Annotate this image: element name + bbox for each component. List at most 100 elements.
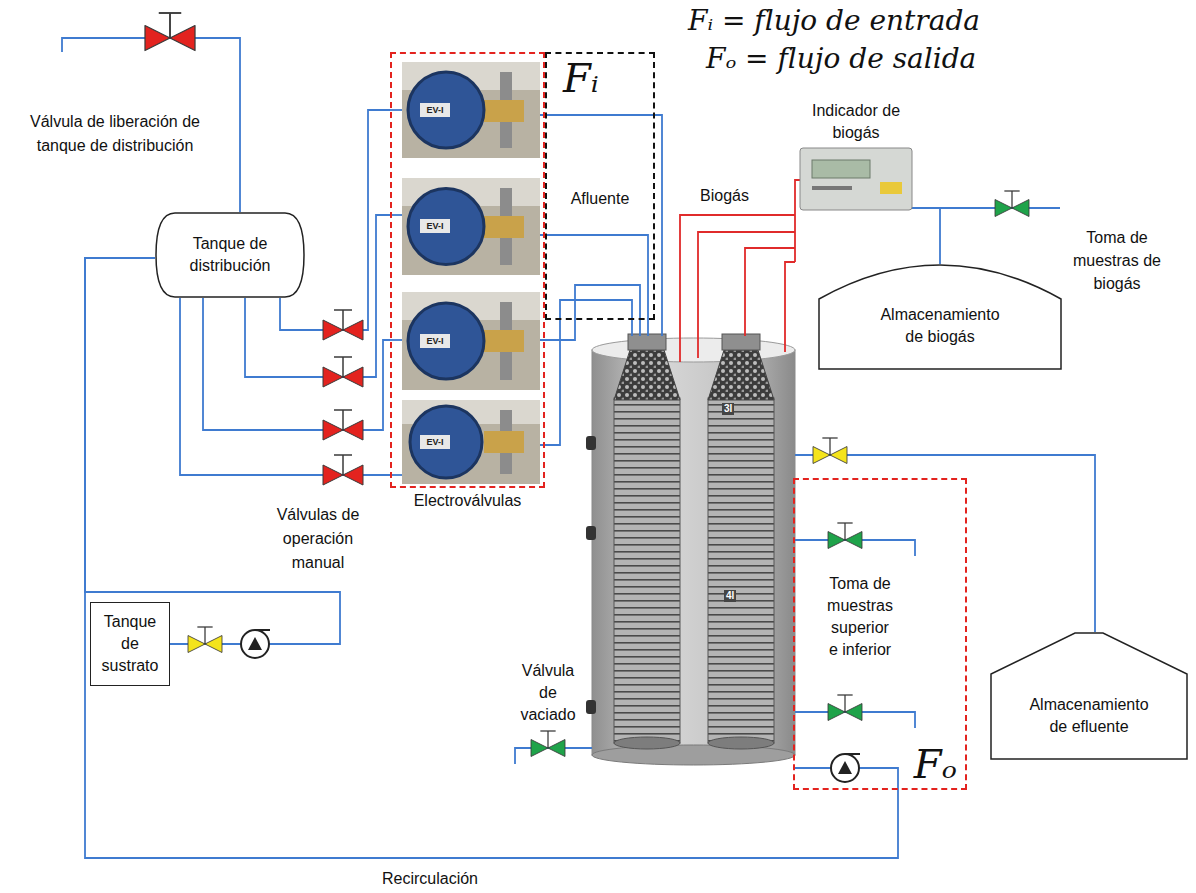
device-tag: EV-I [421,104,449,116]
reactor-illustration [586,700,596,714]
reactor-illustration [708,398,774,743]
valve-label: Válvula de vaciado [513,660,583,726]
electrovalve-pictures [408,72,484,148]
electrovalve-pictures [420,219,450,233]
biogas-meter-picture [880,182,902,194]
electrovalve-pictures [402,292,540,390]
pipe-lines [859,768,898,790]
inflow-region: FᵢAfluente [545,52,655,320]
distribution-tank: Tanque de distribución [155,212,305,298]
biogas-meter-picture [800,148,912,210]
pipe-connector [85,258,340,644]
electrovalve-pictures [410,406,482,478]
valve-label: Válvula de liberación de tanque de distr… [15,110,215,158]
group-label: Electroválvulas [414,490,522,512]
pipe-lines [540,285,640,340]
biogas-lines [680,180,800,362]
biogas-lines [785,262,795,352]
pipe-connector [203,298,390,430]
pump-symbols [241,630,270,658]
device-tag: EV-I [421,220,449,232]
pipe-lines [795,767,831,769]
outflow-region: Toma de muestras superior e inferiorFₒ [793,478,967,790]
valve-symbols [323,357,363,387]
electrovalve-group: Electroválvulas [390,52,545,488]
callout-number: 4l [724,590,736,602]
reactor-illustration [628,334,666,350]
electrovalve-pictures [402,400,540,484]
biogas-lines [795,180,800,262]
reactor-illustration [614,737,680,749]
tank-label: Tanque de distribución [175,233,285,277]
electrovalve-pictures [402,178,540,275]
reactor-illustration [586,526,596,540]
electrovalve-pictures [408,189,484,265]
biogas-meter-picture [812,160,870,178]
pipe-connector [912,208,940,264]
biogas-storage-outline [819,265,1061,369]
valve-symbols [828,695,862,721]
valve-symbols [323,310,363,340]
reactor-illustration [592,338,795,362]
biogas-meter: Indicador de biogás [800,148,912,210]
biogas-lines [680,215,795,362]
device-label: Indicador de biogás [791,100,921,144]
reactor-illustration [592,745,795,765]
pipe-lines [540,115,662,336]
callout-number: 3l [722,403,734,415]
valve-symbols [145,13,195,51]
pipe-connectors [85,110,940,858]
reactor-illustration [614,350,680,400]
biogas-storage: Almacenamiento de biogás [818,264,1062,370]
flow-symbol: Fᵢ [563,54,599,102]
pump-symbols [831,754,860,782]
distribution-tank-outline [155,212,305,298]
reactor-illustration [708,350,774,400]
edge-label: Recirculación [379,867,481,890]
electrovalve-pictures [402,62,540,158]
pipe-lines [62,38,1095,790]
valve-symbols [323,455,363,485]
electrovalve-pictures [420,334,450,348]
electrovalve-pictures [420,103,450,117]
valve-symbols [188,627,222,653]
substrate-tank: Tanque de sustrato [90,602,170,686]
pipe-connector [180,298,390,475]
pipe-connector [85,258,898,858]
valve-symbols [145,13,1029,757]
electrovalve-pictures [484,431,524,453]
distribution-tank-outline [156,213,304,297]
valve-label: Válvulas de operación manual [268,503,368,575]
tank-label: Tanque de sustrato [97,611,163,677]
line-label: Biogás [700,184,749,207]
valve-symbols [323,410,363,440]
valve-symbols [828,523,862,549]
pipe-lines [540,300,632,445]
biogas-meter-picture [800,148,912,210]
effluent-storage: Almacenamiento de efluente [990,632,1188,760]
valve-symbols [813,438,847,464]
biogas-meter-picture [812,186,852,190]
electrovalve-pictures [484,100,524,122]
device-tag: EV-I [421,335,449,347]
effluent-storage-outline [991,633,1187,759]
electrovalve-pictures [402,62,540,484]
legend-equation: Fₒ = flujo de salida [706,42,976,76]
electrovalve-pictures [408,303,484,379]
legend-equation: Fᵢ = flujo de entrada [688,4,980,38]
pump-symbols [241,630,860,782]
region-label: Afluente [547,188,653,210]
valve-symbols [531,731,565,757]
reactor-illustration [586,334,795,765]
flow-symbol: Fₒ [914,740,957,788]
reactor-illustration [722,334,760,350]
reactor-illustration [614,398,680,743]
region-label: Toma de muestras superior e inferior [825,573,895,661]
tank-label: Almacenamiento de efluente [1024,694,1154,738]
valve-symbols [995,191,1029,217]
reactor-illustration [592,350,795,755]
device-tag: EV-I [421,436,449,448]
reactor-illustration [586,436,596,450]
electrovalve-pictures [484,216,524,238]
